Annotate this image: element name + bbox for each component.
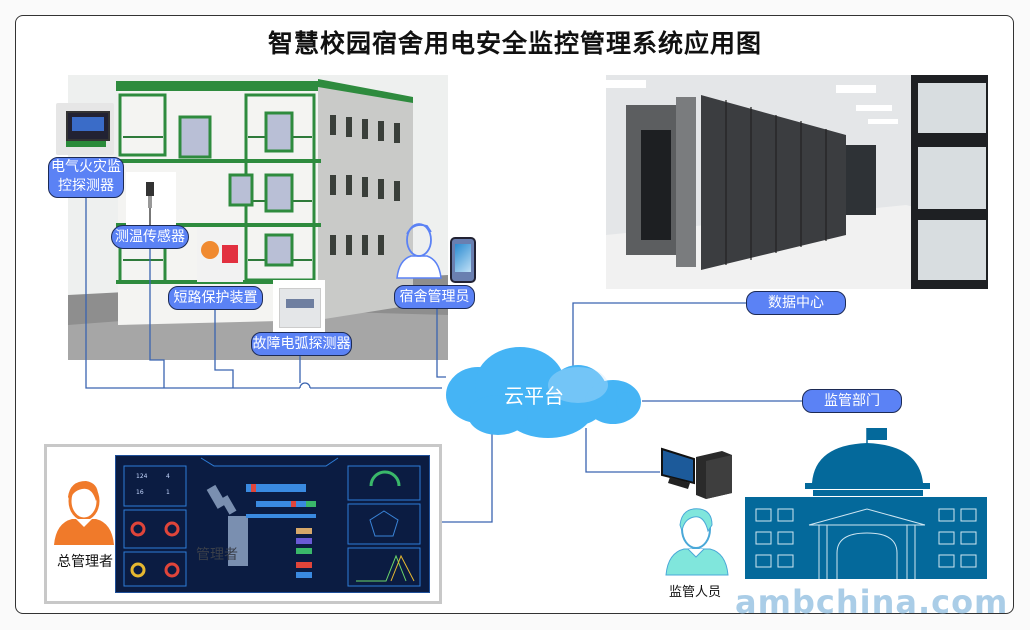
arc-detector-label[interactable]: 故障电弧探测器 <box>251 332 352 356</box>
svg-text:124: 124 <box>136 473 148 480</box>
fire-monitor-label[interactable]: 电气火灾监 控探测器 <box>48 157 124 198</box>
dashboard-panel: 总管理者 124 4 16 1 <box>44 444 442 604</box>
general-manager-person-icon <box>52 477 116 551</box>
supervision-dept-label[interactable]: 监管部门 <box>802 389 902 413</box>
fire-monitor-label-line2: 控探测器 <box>58 178 114 194</box>
page-title: 智慧校园宿舍用电安全监控管理系统应用图 <box>267 29 762 58</box>
temp-sensor-device-image <box>126 172 176 228</box>
dashboard-overlay-text: 管理者 <box>196 547 238 563</box>
dormitory-building-image <box>68 75 448 360</box>
computer-icon <box>660 445 735 504</box>
cloud-platform-icon <box>446 347 641 438</box>
supervisor-person-icon <box>662 505 732 581</box>
general-manager-label: 总管理者 <box>57 554 113 570</box>
short-circuit-device-image <box>197 227 243 282</box>
temp-sensor-label[interactable]: 测温传感器 <box>111 225 189 249</box>
fire-monitor-device-image <box>56 103 114 155</box>
mobile-phone-icon <box>450 237 476 283</box>
fire-monitor-label-line1: 电气火灾监 <box>51 159 121 175</box>
watermark: ambchina.com <box>735 583 1009 621</box>
svg-text:16: 16 <box>136 489 144 496</box>
government-building-icon <box>745 423 987 587</box>
short-circuit-label[interactable]: 短路保护装置 <box>168 286 263 310</box>
data-center-image <box>606 75 988 289</box>
supervisor-label: 监管人员 <box>669 585 722 600</box>
cloud-platform-label: 云平台 <box>504 384 564 408</box>
dashboard-screenshot: 124 4 16 1 管理者 <box>115 455 430 593</box>
dorm-manager-label[interactable]: 宿舍管理员 <box>394 285 475 309</box>
arc-detector-device-image <box>273 280 325 333</box>
svg-text:4: 4 <box>166 473 170 480</box>
dorm-manager-person-icon <box>393 220 445 284</box>
svg-text:1: 1 <box>166 489 170 496</box>
data-center-label[interactable]: 数据中心 <box>746 291 846 315</box>
